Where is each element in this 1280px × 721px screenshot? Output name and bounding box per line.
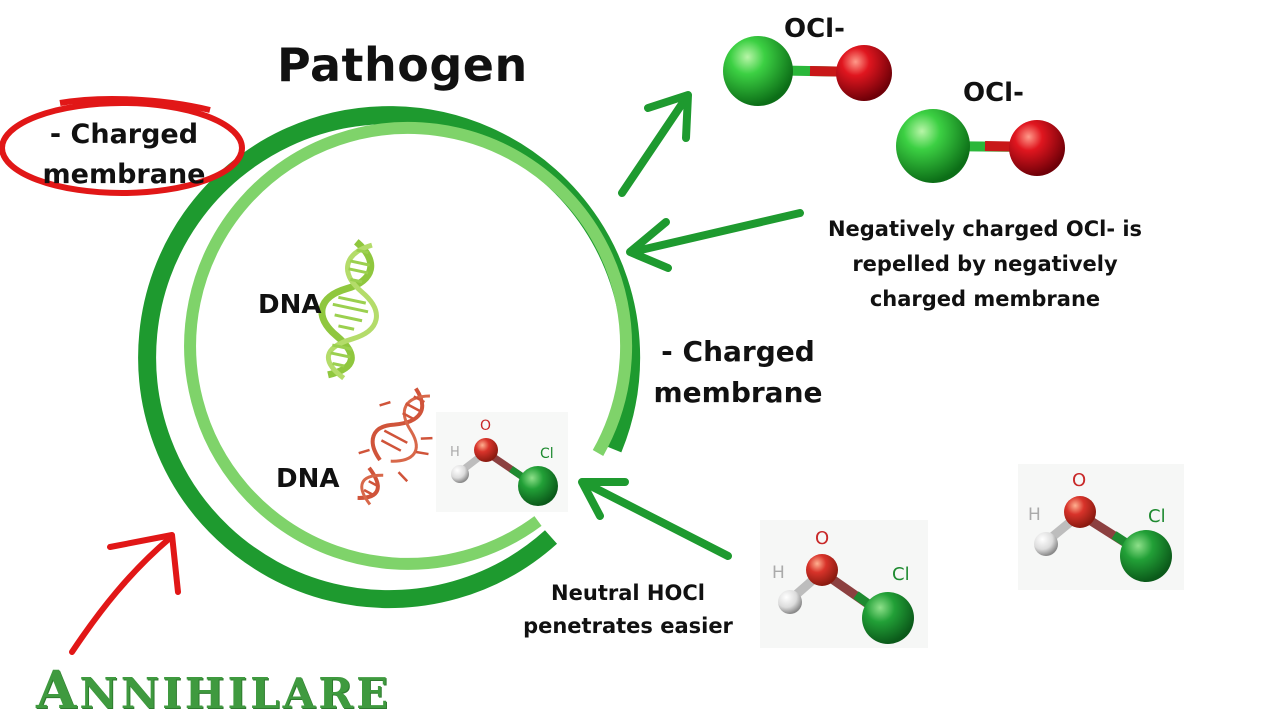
red-arrow-icon — [69, 532, 181, 655]
hocl-molecule-icon: O H Cl — [436, 412, 568, 512]
diagram-title: Pathogen — [277, 38, 528, 92]
arrow-icon — [626, 209, 804, 272]
neutral-explanation: Neutral HOCl penetrates easier — [523, 581, 733, 638]
svg-text:Cl: Cl — [892, 564, 910, 585]
svg-text:H: H — [450, 445, 460, 460]
svg-text:O: O — [480, 418, 491, 434]
arrow-icon — [578, 478, 732, 560]
brand-initial: A — [36, 660, 80, 721]
brand-logo: ANNIHILARE — [36, 660, 391, 721]
ocl-label: OCl- — [784, 14, 845, 44]
ocl-molecule-icon — [723, 36, 892, 106]
hocl-molecule-icon: O H Cl — [760, 520, 928, 648]
highlight-circle — [0, 95, 245, 196]
repel-explanation: Negatively charged OCl- is repelled by n… — [827, 217, 1143, 311]
dna-label-damaged: DNA — [276, 464, 340, 494]
arrow-icon — [618, 91, 692, 197]
svg-text:H: H — [1028, 505, 1041, 525]
ocl-label: OCl- — [963, 78, 1024, 108]
svg-text:H: H — [772, 563, 785, 583]
svg-text:O: O — [815, 528, 829, 549]
svg-text:Cl: Cl — [1148, 506, 1166, 527]
membrane-inner-ring — [184, 121, 633, 570]
dna-helix-icon — [318, 239, 379, 381]
dna-label-intact: DNA — [258, 290, 322, 320]
membrane-label-right: - Charged membrane — [653, 335, 823, 409]
svg-text:O: O — [1072, 470, 1086, 491]
damaged-dna-helix-icon — [357, 387, 433, 506]
ocl-molecule-icon — [896, 109, 1065, 183]
svg-text:Cl: Cl — [540, 446, 554, 462]
membrane-label-left: - Charged membrane — [42, 119, 206, 190]
brand-rest: NNIHILARE — [79, 669, 392, 718]
hocl-molecule-icon: O H Cl — [1018, 464, 1184, 590]
